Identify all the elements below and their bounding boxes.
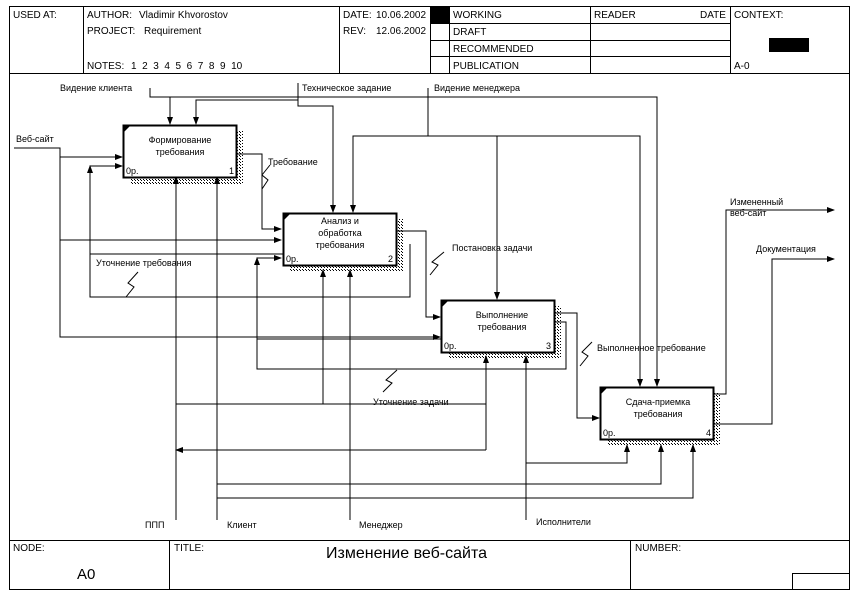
arrow-changed-site bbox=[714, 207, 835, 395]
label-website: Веб-сайт bbox=[16, 134, 54, 144]
box-2-line-1: Анализ и bbox=[321, 216, 359, 226]
label-changed-site-2: веб-сайт bbox=[730, 208, 766, 218]
status-working: WORKING bbox=[453, 10, 502, 21]
box-4-line-2: требования bbox=[634, 409, 683, 419]
box-3-num: 3 bbox=[546, 341, 551, 351]
used-at-label: USED AT: bbox=[13, 10, 57, 21]
rev-value: 12.06.2002 bbox=[376, 26, 426, 37]
arrow-done-req bbox=[555, 312, 600, 421]
label-manager-view: Видение менеджера bbox=[434, 83, 520, 93]
box-2-line-2: обработка bbox=[318, 228, 361, 238]
box-2-num: 2 bbox=[388, 254, 393, 264]
activity-box-4: Сдача-приемка требования 0р. 4 bbox=[599, 386, 715, 441]
status-draft: DRAFT bbox=[453, 27, 486, 38]
arrow-client-view bbox=[149, 88, 173, 125]
status-working-marker bbox=[431, 7, 449, 23]
title-label: TITLE: bbox=[174, 543, 204, 554]
box-4-line-1: Сдача-приемка bbox=[626, 397, 691, 407]
diagram-title: Изменение веб-сайта bbox=[326, 545, 487, 562]
arrow-tech-task bbox=[196, 88, 299, 124]
rev-label: REV: bbox=[343, 26, 366, 37]
box-4-ref: 0р. bbox=[603, 428, 616, 438]
box-1-line-2: требования bbox=[156, 147, 205, 157]
outer-frame bbox=[9, 6, 850, 590]
label-ppp: ППП bbox=[145, 520, 164, 530]
context-node-marker bbox=[769, 38, 809, 52]
label-requirement: Требование bbox=[268, 157, 318, 167]
status-recommended: RECOMMENDED bbox=[453, 44, 534, 55]
label-client-view: Видение клиента bbox=[60, 83, 132, 93]
label-documentation: Документация bbox=[756, 244, 816, 254]
box-3-line-1: Выполнение bbox=[476, 310, 528, 320]
box-1-line-1: Формирование bbox=[149, 135, 212, 145]
arrow-requirement bbox=[236, 153, 282, 232]
author-label: AUTHOR: bbox=[87, 10, 132, 21]
arrow-manager-view bbox=[350, 88, 429, 213]
footer bbox=[9, 540, 850, 590]
box-4-num: 4 bbox=[706, 428, 711, 438]
activity-box-1: Формирование требования 0р. 1 bbox=[122, 124, 238, 179]
reader-label: READER bbox=[594, 10, 636, 21]
box-3-ref: 0р. bbox=[444, 341, 457, 351]
project-value: Requirement bbox=[144, 26, 201, 37]
arrow-task-setting bbox=[396, 230, 441, 320]
header bbox=[9, 6, 850, 74]
box-3-line-2: требования bbox=[478, 322, 527, 332]
context-node: A-0 bbox=[734, 61, 750, 72]
context-label: CONTEXT: bbox=[734, 10, 783, 21]
box-2-line-3: требования bbox=[316, 240, 365, 250]
activity-box-3: Выполнение требования 0р. 3 bbox=[440, 299, 556, 354]
label-req-clarification: Уточнение требования bbox=[96, 258, 192, 268]
label-changed-site-1: Измененный bbox=[730, 197, 783, 207]
reader-date-label: DATE bbox=[700, 10, 726, 21]
activity-box-2: Анализ и обработка требования 0р. 2 bbox=[282, 212, 398, 267]
label-executors: Исполнители bbox=[536, 517, 591, 527]
box-2-ref: 0р. bbox=[286, 254, 299, 264]
number-label: NUMBER: bbox=[635, 543, 681, 554]
box-1-num: 1 bbox=[229, 166, 234, 176]
author-value: Vladimir Khvorostov bbox=[139, 10, 228, 21]
date-label: DATE: bbox=[343, 10, 372, 21]
arrow-website bbox=[14, 147, 123, 160]
date-value: 10.06.2002 bbox=[376, 10, 426, 21]
arrows bbox=[14, 88, 835, 520]
label-tech-task: Техническое задание bbox=[302, 83, 391, 93]
label-task-setting: Постановка задачи bbox=[452, 243, 532, 253]
status-publication: PUBLICATION bbox=[453, 61, 519, 72]
label-manager: Менеджер bbox=[359, 520, 403, 530]
label-client: Клиент bbox=[227, 520, 257, 530]
arrow-documentation bbox=[714, 256, 835, 425]
node-value: A0 bbox=[77, 566, 95, 583]
project-label: PROJECT: bbox=[87, 26, 135, 37]
node-label: NODE: bbox=[13, 543, 45, 554]
label-task-clarification: Уточнение задачи bbox=[373, 397, 449, 407]
box-1-ref: 0р. bbox=[126, 166, 139, 176]
label-done-req: Выполненное требование bbox=[597, 343, 706, 353]
notes-value: 1 2 3 4 5 6 7 8 9 10 bbox=[131, 61, 243, 72]
notes-label: NOTES: bbox=[87, 61, 124, 72]
